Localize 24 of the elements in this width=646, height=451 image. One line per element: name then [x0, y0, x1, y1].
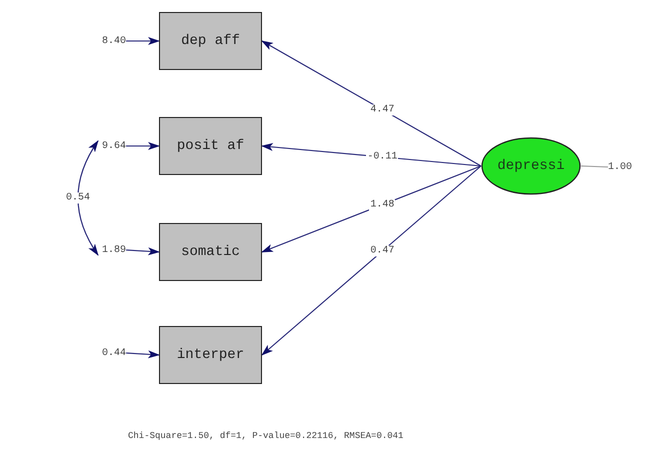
error-value: 0.44 — [80, 346, 126, 360]
path-arrow — [261, 40, 482, 166]
error-value: 1.00 — [608, 160, 642, 174]
variable-box: somatic — [159, 223, 262, 281]
path-arrow — [261, 166, 482, 356]
covariance-arrow — [77, 140, 99, 256]
error-value: 9.64 — [80, 139, 126, 153]
edge-label: 4.47 — [369, 104, 396, 116]
edge-label: 0.47 — [369, 246, 396, 257]
path-arrow — [126, 247, 160, 256]
variable-box: posit af — [159, 117, 262, 175]
path-arrow — [126, 350, 160, 358]
path-arrow — [126, 142, 160, 150]
variable-box: dep aff — [159, 12, 262, 70]
error-value: 8.40 — [80, 34, 126, 48]
variable-box: interper — [159, 326, 262, 384]
edge-label: 1.48 — [369, 199, 396, 210]
error-value: 1.89 — [80, 243, 126, 257]
latent-variable-ellipse — [481, 137, 581, 195]
path-arrow — [126, 37, 160, 45]
connector-line — [580, 165, 608, 168]
fit-statistics-caption: Chi-Square=1.50, df=1, P-value=0.22116, RMSEA=0.041 — [128, 431, 404, 441]
edge-label: 0.54 — [65, 192, 91, 204]
variable-name: depressi — [497, 158, 565, 174]
